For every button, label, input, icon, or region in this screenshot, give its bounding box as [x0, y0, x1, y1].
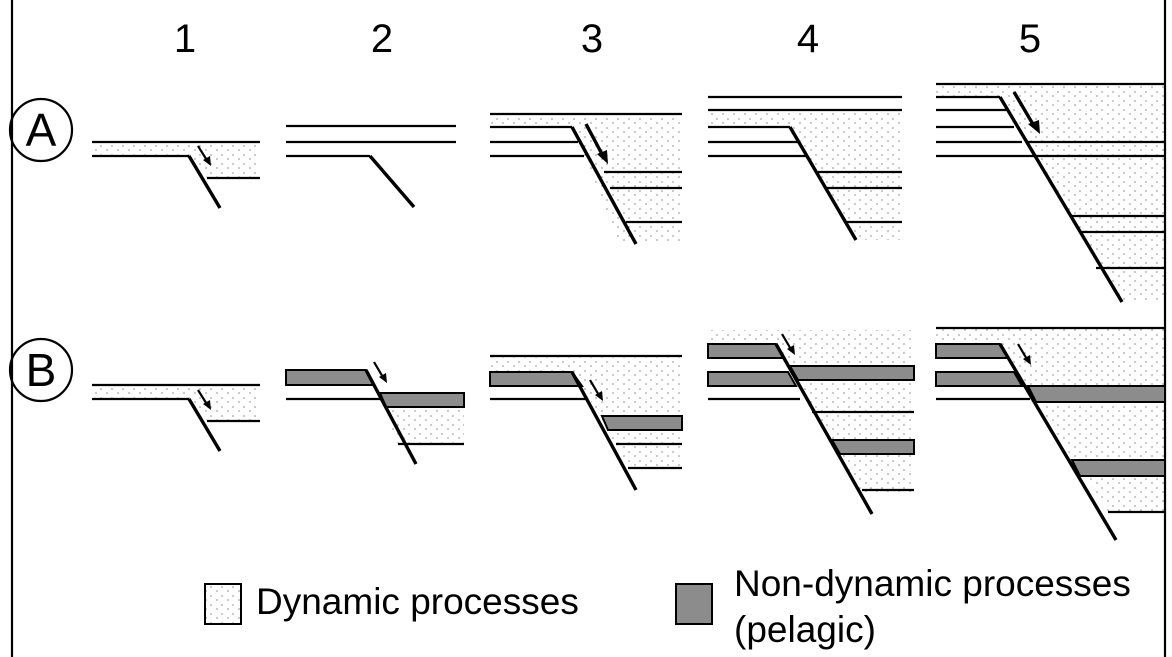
panel-a4: [708, 95, 902, 241]
slip-arrow: [373, 361, 387, 383]
legend-label-dynamic: Dynamic processes: [256, 581, 579, 622]
column-label-3: 3: [581, 17, 603, 61]
panel-a3: [490, 112, 682, 245]
panel-b5: [935, 326, 1166, 541]
slip-arrow: [781, 333, 795, 355]
legend-swatch-pelagic: [675, 583, 713, 625]
svg-text:B: B: [26, 344, 57, 396]
slip-arrow: [1017, 343, 1031, 365]
panel-a1: [92, 140, 260, 209]
column-label-5: 5: [1019, 17, 1041, 61]
legend-label-pelagic-line2: (pelagic): [734, 609, 876, 650]
panel-a2: [286, 124, 456, 209]
slip-arrow: [589, 379, 603, 401]
slip-arrow: [197, 389, 211, 410]
row-label-b: B: [8, 337, 74, 403]
legend-pelagic: Non-dynamic processes (pelagic): [675, 563, 1131, 650]
column-label-2: 2: [371, 17, 393, 61]
panel-a5: [936, 82, 1165, 303]
panel-b1: [92, 383, 260, 452]
slip-arrow: [1012, 91, 1040, 134]
legend: Dynamic processes Non-dynamic processes …: [204, 563, 1131, 650]
panel-b4: [707, 330, 915, 515]
column-label-1: 1: [174, 17, 196, 61]
row-label-a: A: [8, 97, 74, 163]
svg-text:A: A: [26, 104, 57, 156]
column-label-4: 4: [797, 17, 819, 61]
slip-arrow: [584, 123, 608, 164]
legend-swatch-dynamic: [204, 583, 242, 625]
legend-label-pelagic-line1: Non-dynamic processes: [734, 563, 1131, 604]
panel-b3: [489, 354, 683, 491]
slip-arrow: [197, 145, 211, 166]
legend-dynamic: Dynamic processes: [204, 581, 579, 625]
panel-b2: [285, 361, 465, 465]
